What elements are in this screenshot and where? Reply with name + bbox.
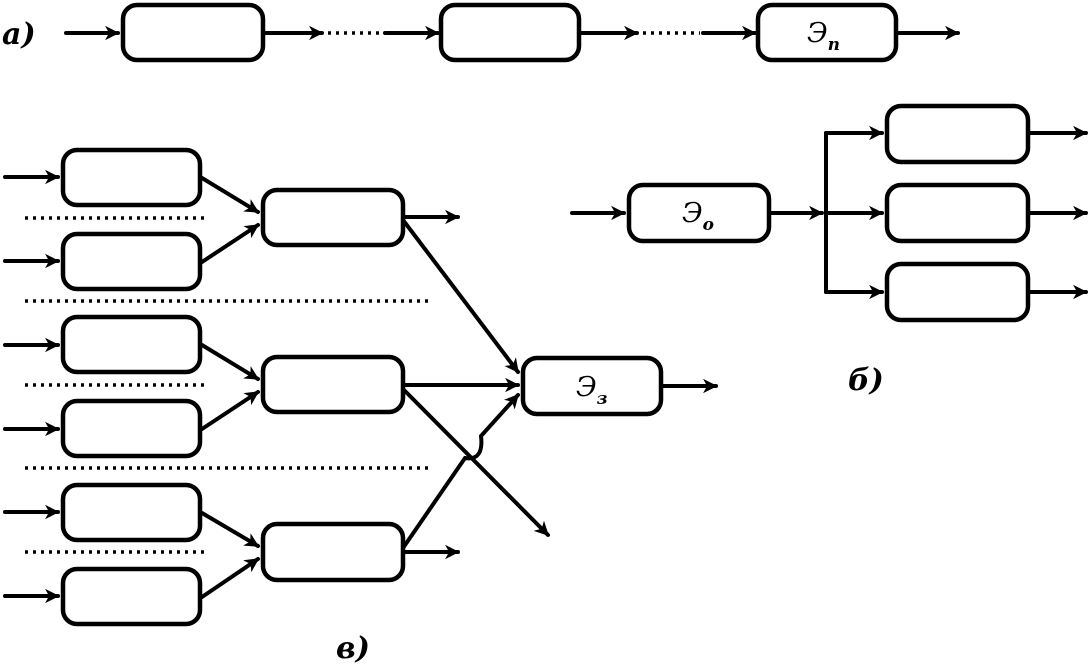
leaf-block-3 [60,314,203,375]
panel-a-series-chain: a) Эп [2,2,960,63]
branch-block-mid [884,182,1031,244]
leaf-block-1 [60,147,203,208]
arrow-c-leaf5-mid3 [200,511,260,548]
series-block-1 [120,2,266,63]
arrow-c-leaf1-mid1 [200,176,260,214]
panel-c-tree: Эз в) [3,147,718,666]
series-block-2 [438,2,582,63]
leaf-block-6 [60,566,203,627]
panel-b-branching: Эо б) [570,103,1088,398]
arrow-c-mid1-root [401,218,520,374]
arrow-c-mid2-diagonal [401,387,550,537]
arrow-c-leaf4-mid2 [200,390,260,431]
leaf-block-2 [60,231,203,292]
arrow-c-leaf6-mid3 [200,557,260,599]
leaf-block-5 [60,482,203,543]
panel-c-label: в) [336,631,370,666]
panel-a-label: a) [2,17,36,52]
branch-block-bot [884,261,1031,323]
panel-b-label: б) [848,363,884,398]
middle-block-3 [260,521,406,583]
middle-block-1 [260,187,406,248]
leaf-block-4 [60,398,203,459]
branch-source-label: Эо [682,198,714,235]
series-block-final-label: Эп [807,18,840,55]
branch-block-top [884,103,1031,165]
arrow-c-leaf3-mid2 [200,343,260,381]
root-block-label: Эз [576,372,608,409]
middle-block-2 [260,354,406,415]
arrow-c-leaf2-mid1 [200,223,260,264]
arrow-c-mid3-root [401,393,520,550]
